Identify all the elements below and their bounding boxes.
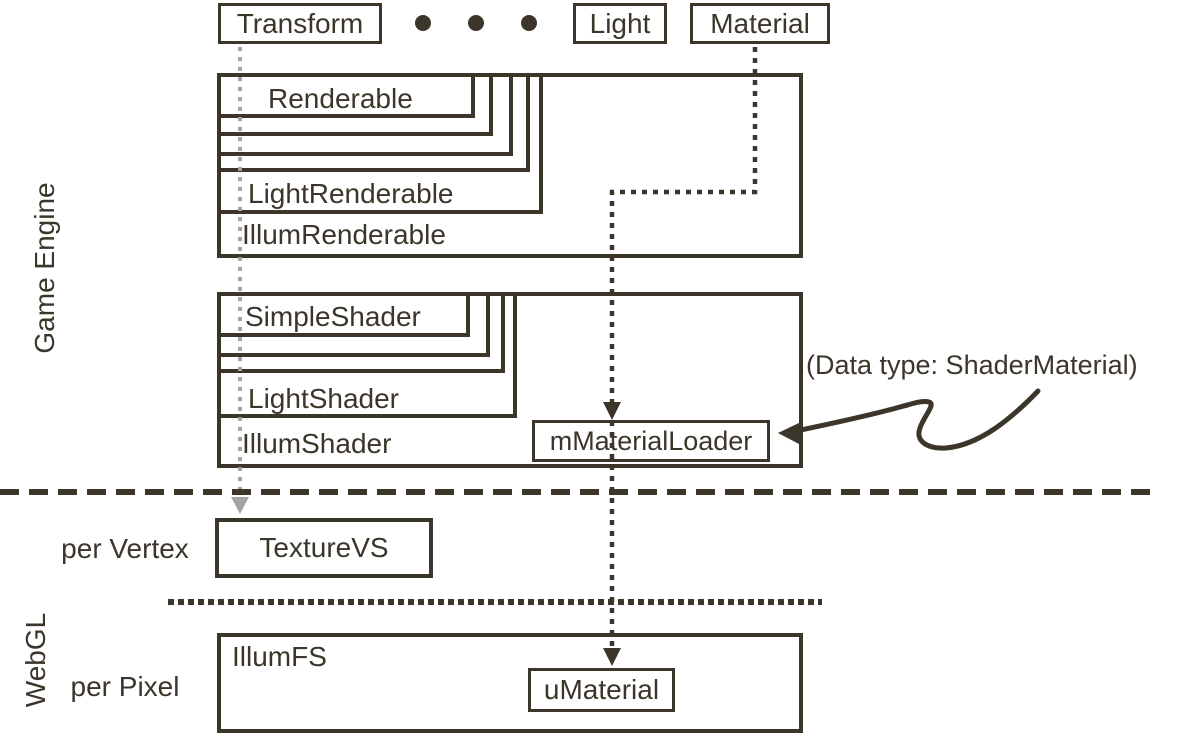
- ellipsis-dot-2: [468, 15, 484, 31]
- simple-shader-box: [217, 292, 470, 337]
- simple-shader-label: SimpleShader: [245, 301, 421, 332]
- transform-flow-arrowhead: [231, 497, 249, 514]
- webgl-label: WebGL: [20, 612, 51, 708]
- material-label: Material: [710, 7, 810, 39]
- u-material-box: uMaterial: [528, 668, 675, 712]
- ellipsis-dot-3: [521, 15, 537, 31]
- illum-shader-label: IllumShader: [242, 428, 392, 459]
- per-pixel-label: per Pixel: [70, 671, 180, 702]
- transform-label: Transform: [236, 7, 364, 39]
- material-loader-label: mMaterialLoader: [549, 425, 753, 456]
- annotation-arrow-curve: [793, 388, 1041, 451]
- material-box: Material: [690, 3, 830, 44]
- renderable-box: [217, 73, 475, 118]
- texture-vs-box: TextureVS: [215, 518, 433, 578]
- transform-box: Transform: [218, 3, 382, 44]
- light-renderable-label: LightRenderable: [248, 178, 454, 209]
- illum-fs-box: [217, 633, 803, 733]
- per-vertex-label: per Vertex: [61, 533, 189, 564]
- light-box: Light: [573, 3, 667, 44]
- light-label: Light: [589, 7, 651, 39]
- texture-vs-label: TextureVS: [259, 532, 389, 563]
- material-loader-box: mMaterialLoader: [532, 420, 770, 462]
- u-material-label: uMaterial: [543, 674, 660, 705]
- annotation-label: (Data type: ShaderMaterial): [806, 350, 1138, 380]
- light-shader-label: LightShader: [248, 383, 400, 414]
- game-engine-label: Game Engine: [29, 182, 60, 354]
- illum-fs-label: IllumFS: [232, 641, 327, 672]
- illum-renderable-label: IllumRenderable: [242, 219, 446, 250]
- ellipsis-dot-1: [415, 15, 431, 31]
- renderable-label: Renderable: [268, 83, 413, 114]
